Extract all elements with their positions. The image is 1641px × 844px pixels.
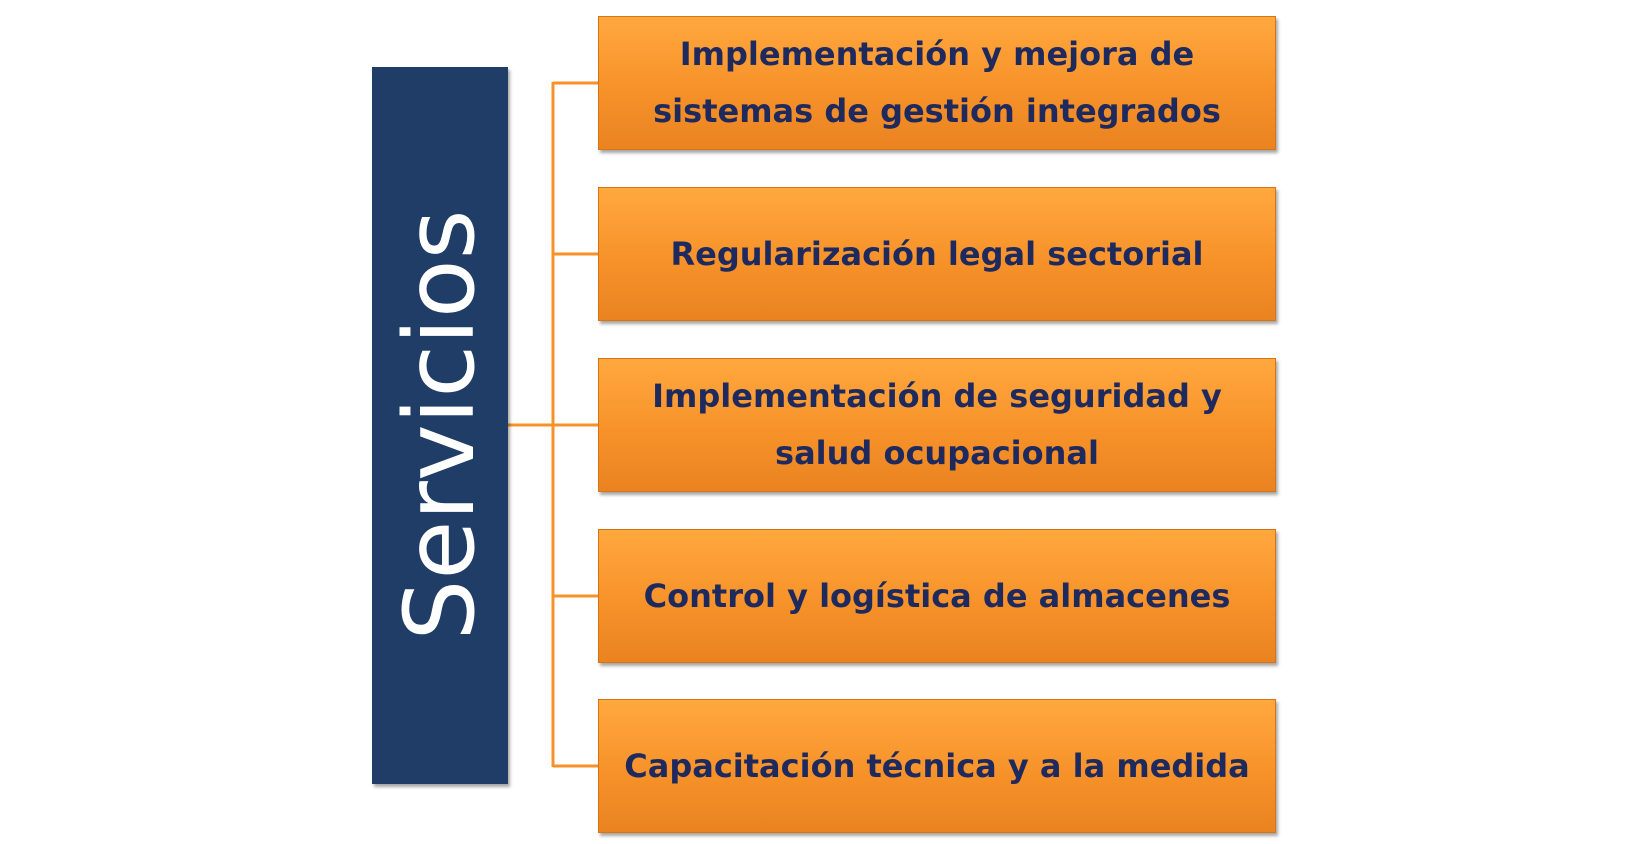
root-node: Servicios <box>372 67 508 784</box>
service-item-4: Control y logística de almacenes <box>598 529 1276 663</box>
service-item-2: Regularización legal sectorial <box>598 187 1276 321</box>
service-item-1: Implementación y mejora de sistemas de g… <box>598 16 1276 150</box>
service-item-5: Capacitación técnica y a la medida <box>598 699 1276 833</box>
service-item-3-label: Implementación de seguridad y salud ocup… <box>652 377 1222 472</box>
service-item-2-label: Regularización legal sectorial <box>670 234 1204 273</box>
service-item-3: Implementación de seguridad y salud ocup… <box>598 358 1276 492</box>
service-item-5-label: Capacitación técnica y a la medida <box>624 746 1250 785</box>
service-item-1-label: Implementación y mejora de sistemas de g… <box>653 35 1221 130</box>
service-item-4-label: Control y logística de almacenes <box>643 576 1231 615</box>
root-node-label: Servicios <box>384 209 496 641</box>
